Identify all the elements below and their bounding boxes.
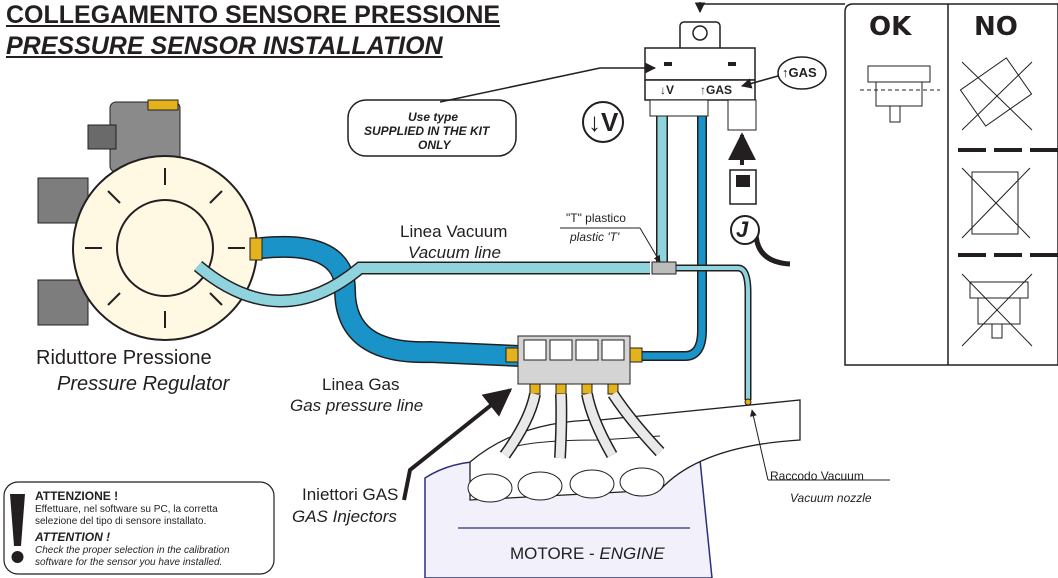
intake-runner [569, 469, 615, 499]
wrong-mounting-icon [961, 167, 1031, 239]
title-it: COLLEGAMENTO SENSORE PRESSIONE [6, 1, 501, 29]
warning-line-it-2: selezione del tipo di sensore installato… [35, 516, 207, 527]
title-en: PRESSURE SENSOR INSTALLATION [6, 32, 443, 60]
callout-v-label: ↓V [588, 107, 619, 137]
port-gas-text: GAS [706, 83, 733, 97]
pressure-regulator [37, 99, 258, 341]
note-line-3: ONLY [418, 138, 451, 152]
engine-label: MOTORE - ENGINE [510, 545, 665, 562]
pressure-sensor [644, 2, 845, 131]
callout-gas-label: ↑GAS [782, 65, 817, 80]
injectors-label-en: GAS Injectors [292, 507, 397, 526]
engine-label-it: MOTORE - [510, 544, 600, 563]
vacuum-line-label-it: Linea Vacuum [400, 222, 508, 241]
wrong-mounting-icon [959, 57, 1033, 131]
intake-runner [517, 471, 563, 501]
gas-line-label-it: Linea Gas [322, 375, 400, 394]
connector-label: J [736, 217, 749, 242]
engine-label-en: ENGINE [599, 544, 665, 563]
port-v-label: ↓V [660, 83, 675, 97]
warning-line-it-1: Effettuare, nel software su PC, la corre… [35, 504, 218, 515]
regulator-label-en: Pressure Regulator [57, 373, 230, 395]
nozzle-label-en: Vacuum nozzle [790, 491, 872, 505]
intake-runner [467, 473, 513, 503]
callout-v-text: V [601, 107, 619, 137]
injectors-label-it: Iniettori GAS [302, 485, 399, 504]
nozzle-label-it: Raccodo Vacuum [770, 469, 864, 483]
callout-gas-text: GAS [788, 65, 817, 80]
vacuum-nozzle [744, 398, 752, 406]
warning-title-en: ATTENTION ! [35, 530, 111, 544]
sensor-connector [728, 132, 791, 267]
port-gas-label: ↑GAS [700, 83, 733, 97]
note-line-2: SUPPLIED IN THE KIT [364, 124, 490, 138]
port-v-text: V [666, 83, 675, 97]
warning-line-en-2: software for the sensor you have install… [35, 557, 223, 568]
ok-label: OK [869, 12, 912, 42]
leader-lines [402, 227, 890, 501]
regulator-label-it: Riduttore Pressione [36, 347, 212, 369]
gas-line-label-en: Gas pressure line [290, 396, 424, 415]
wrong-mounting-icon [961, 273, 1033, 347]
vacuum-hose [193, 115, 752, 406]
no-label: NO [974, 12, 1018, 42]
vacuum-line-label-en: Vacuum line [408, 243, 501, 262]
tee-label-en: plastic 'T' [570, 230, 620, 244]
note-line-1: Use type [408, 110, 459, 124]
callout-gas [740, 56, 827, 90]
callout-v [582, 101, 624, 143]
plastic-tee [651, 261, 677, 275]
correct-mounting-icon [860, 65, 940, 123]
gas-hose [249, 115, 707, 367]
intake-runner [619, 467, 665, 497]
mounting-panel [844, 3, 1058, 366]
warning-title-it: ATTENZIONE ! [35, 489, 119, 503]
warning-box [3, 481, 275, 575]
warning-line-en-1: Check the proper selection in the calibr… [35, 545, 230, 556]
injector-rail [500, 335, 665, 459]
tee-label-it: "T" plastico [566, 211, 626, 225]
note-box [347, 62, 657, 157]
exclamation-icon [10, 494, 25, 563]
